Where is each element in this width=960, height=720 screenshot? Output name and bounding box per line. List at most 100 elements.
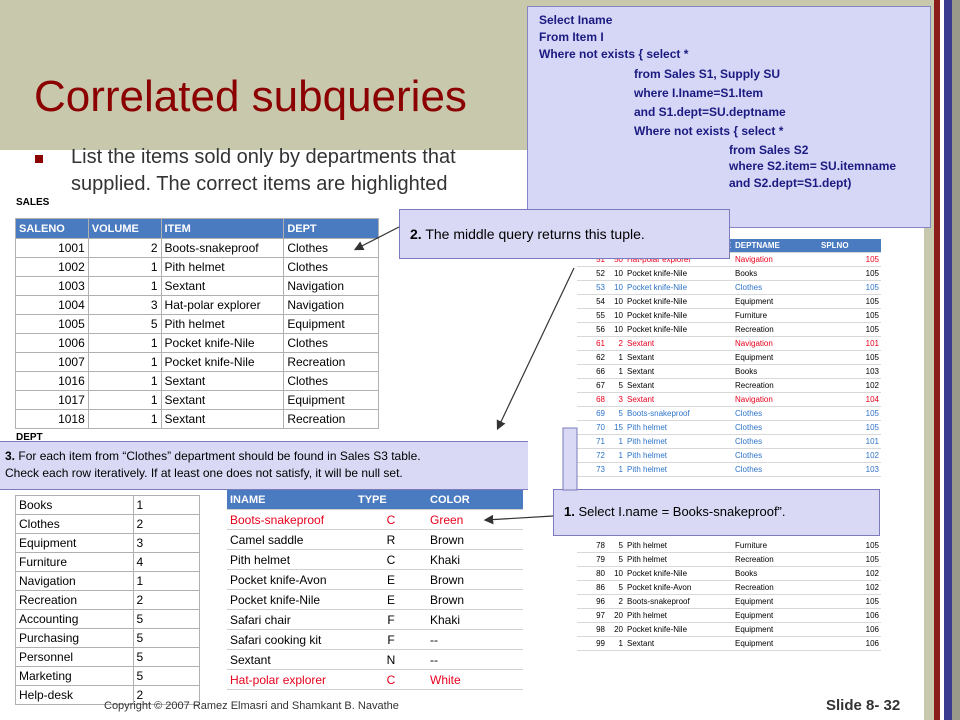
supply-shipno-cell: 68 (577, 392, 607, 407)
supply-splno-cell: 105 (819, 322, 881, 337)
supply-shipno-cell: 71 (577, 434, 607, 449)
supply-dept-cell: Recreation (733, 378, 819, 393)
supply-splno-cell: 103 (819, 462, 881, 477)
supply-shipno-cell: 97 (577, 608, 607, 623)
supply-dept-cell: Equipment (733, 622, 819, 637)
item-name-cell: Safari chair (227, 609, 355, 630)
supply-dept-cell: Books (733, 566, 819, 581)
callout-3-text-1: For each item from “Clothes” department … (18, 449, 421, 463)
supply-dept-cell: Recreation (733, 580, 819, 595)
supply-splno-cell: 102 (819, 566, 881, 581)
dept-name-cell: Recreation (15, 590, 134, 610)
dept-name-cell: Purchasing (15, 628, 134, 648)
item-color-cell: White (427, 669, 523, 690)
sales-volume-cell: 1 (87, 257, 162, 277)
supply-qty-cell: 10 (607, 266, 625, 281)
dept-floor-cell: 2 (132, 590, 200, 610)
sales-dept-cell: Recreation (283, 352, 379, 372)
supply-qty-cell: 2 (607, 336, 625, 351)
callout-3-number: 3. (5, 449, 16, 463)
sales-saleno-cell: 1007 (15, 352, 89, 372)
supply-shipno-cell: 86 (577, 580, 607, 595)
supply-shipno-cell: 79 (577, 552, 607, 567)
supply-splno-cell: 102 (819, 448, 881, 463)
supply-splno-cell: 101 (819, 434, 881, 449)
supply-item-cell: Pocket knife-Avon (625, 580, 733, 595)
supply-dept-cell: Equipment (733, 294, 819, 309)
supply-qty-cell: 3 (607, 392, 625, 407)
supply-dept-cell: Equipment (733, 636, 819, 651)
supply-splno-cell: 103 (819, 364, 881, 379)
supply-dept-cell: Clothes (733, 462, 819, 477)
dept-name-cell: Clothes (15, 514, 134, 534)
sales-dept-cell: Navigation (283, 276, 379, 296)
supply-splno-cell: 105 (819, 266, 881, 281)
dept-floor-cell: 2 (132, 514, 200, 534)
sales-saleno-cell: 1016 (15, 371, 89, 391)
supply-header-cell: DEPTNAME (733, 239, 819, 253)
item-name-cell: Pith helmet (227, 549, 355, 570)
item-header-cell: INAME (227, 490, 355, 510)
item-name-cell: Boots-snakeproof (227, 509, 355, 530)
dept-floor-cell: 5 (132, 647, 200, 667)
dept-floor-cell: 1 (132, 571, 200, 591)
sales-item-cell: Pith helmet (160, 314, 285, 334)
supply-qty-cell: 20 (607, 608, 625, 623)
bullet-text: List the items sold only by departments … (71, 144, 456, 198)
sql-line: from Sales S2 (729, 143, 809, 157)
supply-qty-cell: 15 (607, 420, 625, 435)
supply-dept-cell: Clothes (733, 406, 819, 421)
sql-query-box: Select Iname From Item I Where not exist… (527, 6, 931, 228)
sql-line: where S2.item= SU.itemname (729, 159, 897, 173)
item-type-cell: C (355, 669, 427, 690)
supply-item-cell: Boots-snakeproof (625, 594, 733, 609)
supply-splno-cell: 105 (819, 420, 881, 435)
slide-title: Correlated subqueries (34, 72, 467, 121)
supply-shipno-cell: 80 (577, 566, 607, 581)
sales-dept-cell: Clothes (283, 371, 379, 391)
supply-splno-cell: 105 (819, 594, 881, 609)
item-type-cell: E (355, 589, 427, 610)
callout-1-text: Select I.name = Books-snakeproof”. (578, 504, 786, 519)
sales-item-cell: Pocket knife-Nile (160, 352, 285, 372)
sales-volume-cell: 1 (87, 409, 162, 429)
item-header-cell: TYPE (355, 490, 427, 510)
supply-splno-cell: 104 (819, 392, 881, 407)
supply-splno-cell: 105 (819, 539, 881, 553)
supply-shipno-cell: 55 (577, 308, 607, 323)
dept-name-cell: Equipment (15, 533, 134, 553)
sales-saleno-cell: 1017 (15, 390, 89, 410)
sales-item-cell: Pith helmet (160, 257, 285, 277)
supply-qty-cell: 2 (607, 594, 625, 609)
supply-qty-cell: 1 (607, 462, 625, 477)
sql-line: and S2.dept=S1.dept) (729, 176, 852, 190)
supply-item-cell: Sextant (625, 636, 733, 651)
sales-volume-cell: 1 (87, 390, 162, 410)
supply-qty-cell: 5 (607, 378, 625, 393)
item-header-row: INAME TYPE COLOR (227, 490, 523, 510)
callout-3-text-box: 3. For each item from “Clothes” departme… (0, 441, 526, 490)
supply-shipno-cell: 52 (577, 266, 607, 281)
supply-shipno-cell: 62 (577, 350, 607, 365)
callout-2-number: 2. (410, 226, 422, 242)
supply-qty-cell: 10 (607, 294, 625, 309)
